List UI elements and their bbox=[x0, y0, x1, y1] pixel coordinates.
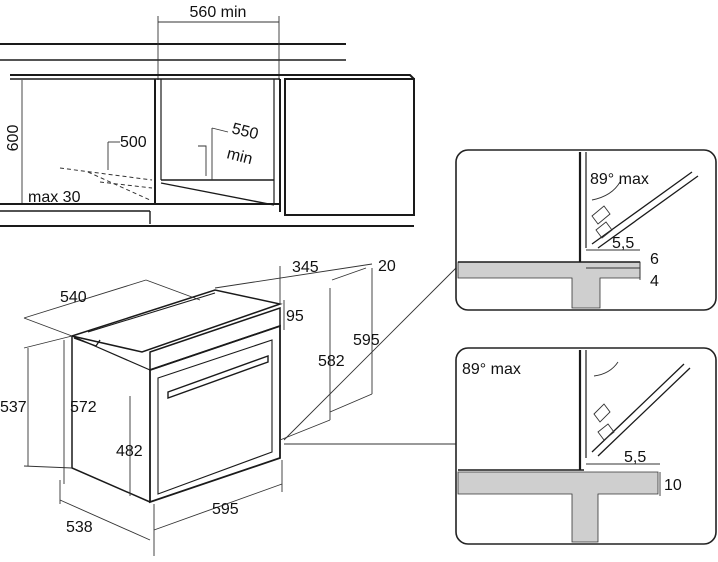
detail-bottom: 89° max 5,5 10 bbox=[455, 347, 717, 545]
top-depth-540-label: 540 bbox=[60, 289, 87, 306]
max-30-label: max 30 bbox=[28, 189, 81, 206]
height-600-label: 600 bbox=[5, 125, 22, 152]
detail-top-gap-6-label: 6 bbox=[650, 251, 659, 268]
door-482-label: 482 bbox=[116, 443, 143, 460]
width-595-label: 595 bbox=[212, 501, 239, 518]
depth-550-label: 550 bbox=[230, 120, 260, 143]
top-20-label: 20 bbox=[378, 258, 396, 275]
detail-bottom-gap-5-5-label: 5,5 bbox=[624, 449, 646, 466]
depth-min-label: min bbox=[225, 145, 254, 168]
oven-view: 540 345 20 95 582 595 537 572 482 538 bbox=[0, 258, 457, 556]
height-595-label: 595 bbox=[353, 332, 380, 349]
height-572-label: 572 bbox=[70, 399, 97, 416]
depth-500-label: 500 bbox=[120, 134, 147, 151]
detail-bottom-gap-10-label: 10 bbox=[664, 477, 682, 494]
detail-top-gap-5-5-label: 5,5 bbox=[612, 235, 634, 252]
detail-top-angle-label: 89° max bbox=[590, 171, 649, 188]
offset-95-label: 95 bbox=[286, 308, 304, 325]
niche-view: 560 min 600 500 550 min bbox=[0, 4, 415, 227]
top-345-label: 345 bbox=[292, 259, 319, 276]
height-582-label: 582 bbox=[318, 353, 345, 370]
width-min-label: 560 min bbox=[190, 4, 247, 21]
detail-top-gap-4-label: 4 bbox=[650, 273, 659, 290]
detail-bottom-angle-label: 89° max bbox=[462, 361, 521, 378]
height-537-label: 537 bbox=[0, 399, 27, 416]
detail-top: 89° max 5,5 6 4 bbox=[455, 149, 717, 311]
bottom-538-label: 538 bbox=[66, 519, 93, 536]
